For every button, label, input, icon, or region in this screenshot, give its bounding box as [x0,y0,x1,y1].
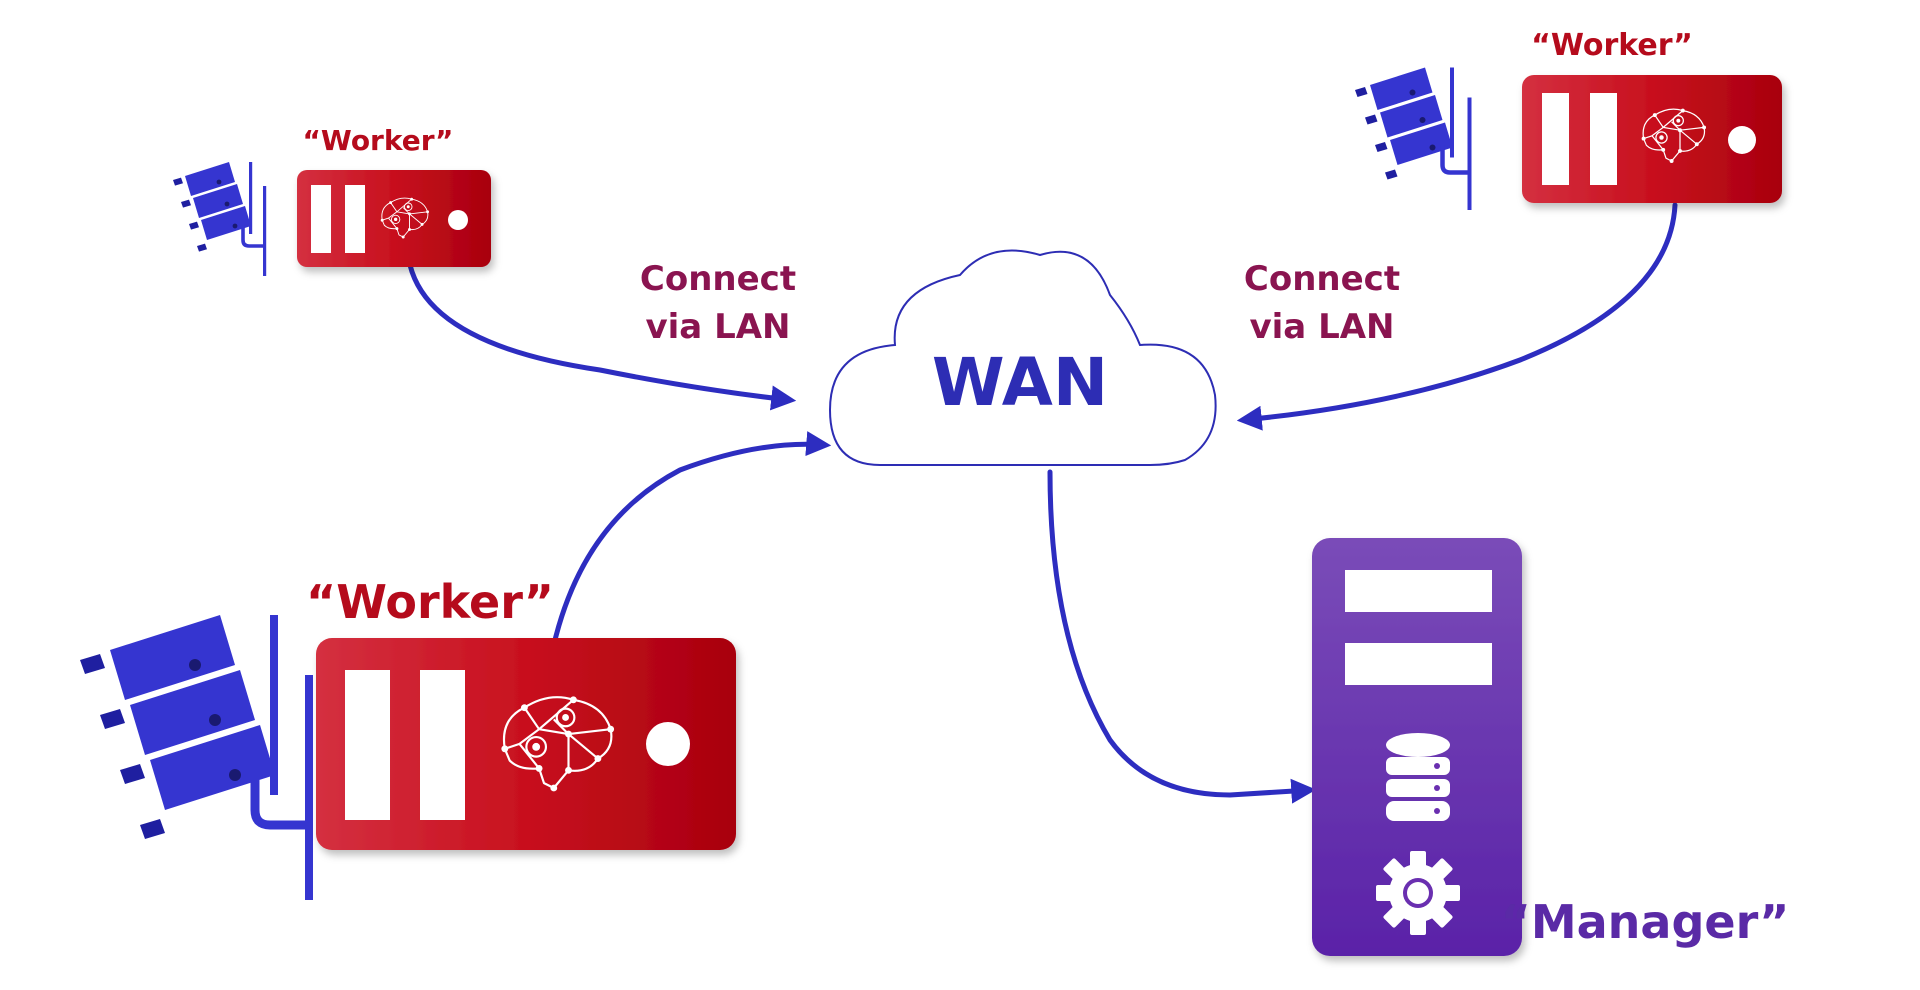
camera-icon [171,160,269,278]
camera-icon [80,615,313,900]
edge-worker-bottom-left-to-wan [552,431,832,643]
edge-label-right-line1: Connect [1244,259,1400,299]
gear-icon [1376,851,1460,935]
worker-bottom-left: “Worker” [80,575,736,900]
edge-label-left-line1: Connect [640,259,796,299]
wan-label: WAN [932,344,1108,421]
worker-label: “Worker” [1531,28,1693,63]
worker-label: “Worker” [303,124,454,157]
manager-label: “Manager” [1501,895,1790,949]
manager-node: “Manager” [1312,538,1789,956]
cloud-icon [828,249,1217,466]
camera-icon [1355,68,1472,211]
worker-box [1522,75,1782,203]
edge-label-left-line2: via LAN [645,307,790,347]
database-icon [1386,733,1450,821]
edge-wan-to-manager [1047,469,1317,804]
edge-worker-top-left-to-wan [407,262,797,411]
edge-worker-top-right-to-wan [1236,202,1678,431]
edge-label-right-line2: via LAN [1249,307,1394,347]
worker-label: “Worker” [306,575,554,629]
worker-top-right: “Worker” [1355,28,1782,210]
wan-node: WAN [828,249,1217,466]
worker-top-left: “Worker” [171,124,491,278]
